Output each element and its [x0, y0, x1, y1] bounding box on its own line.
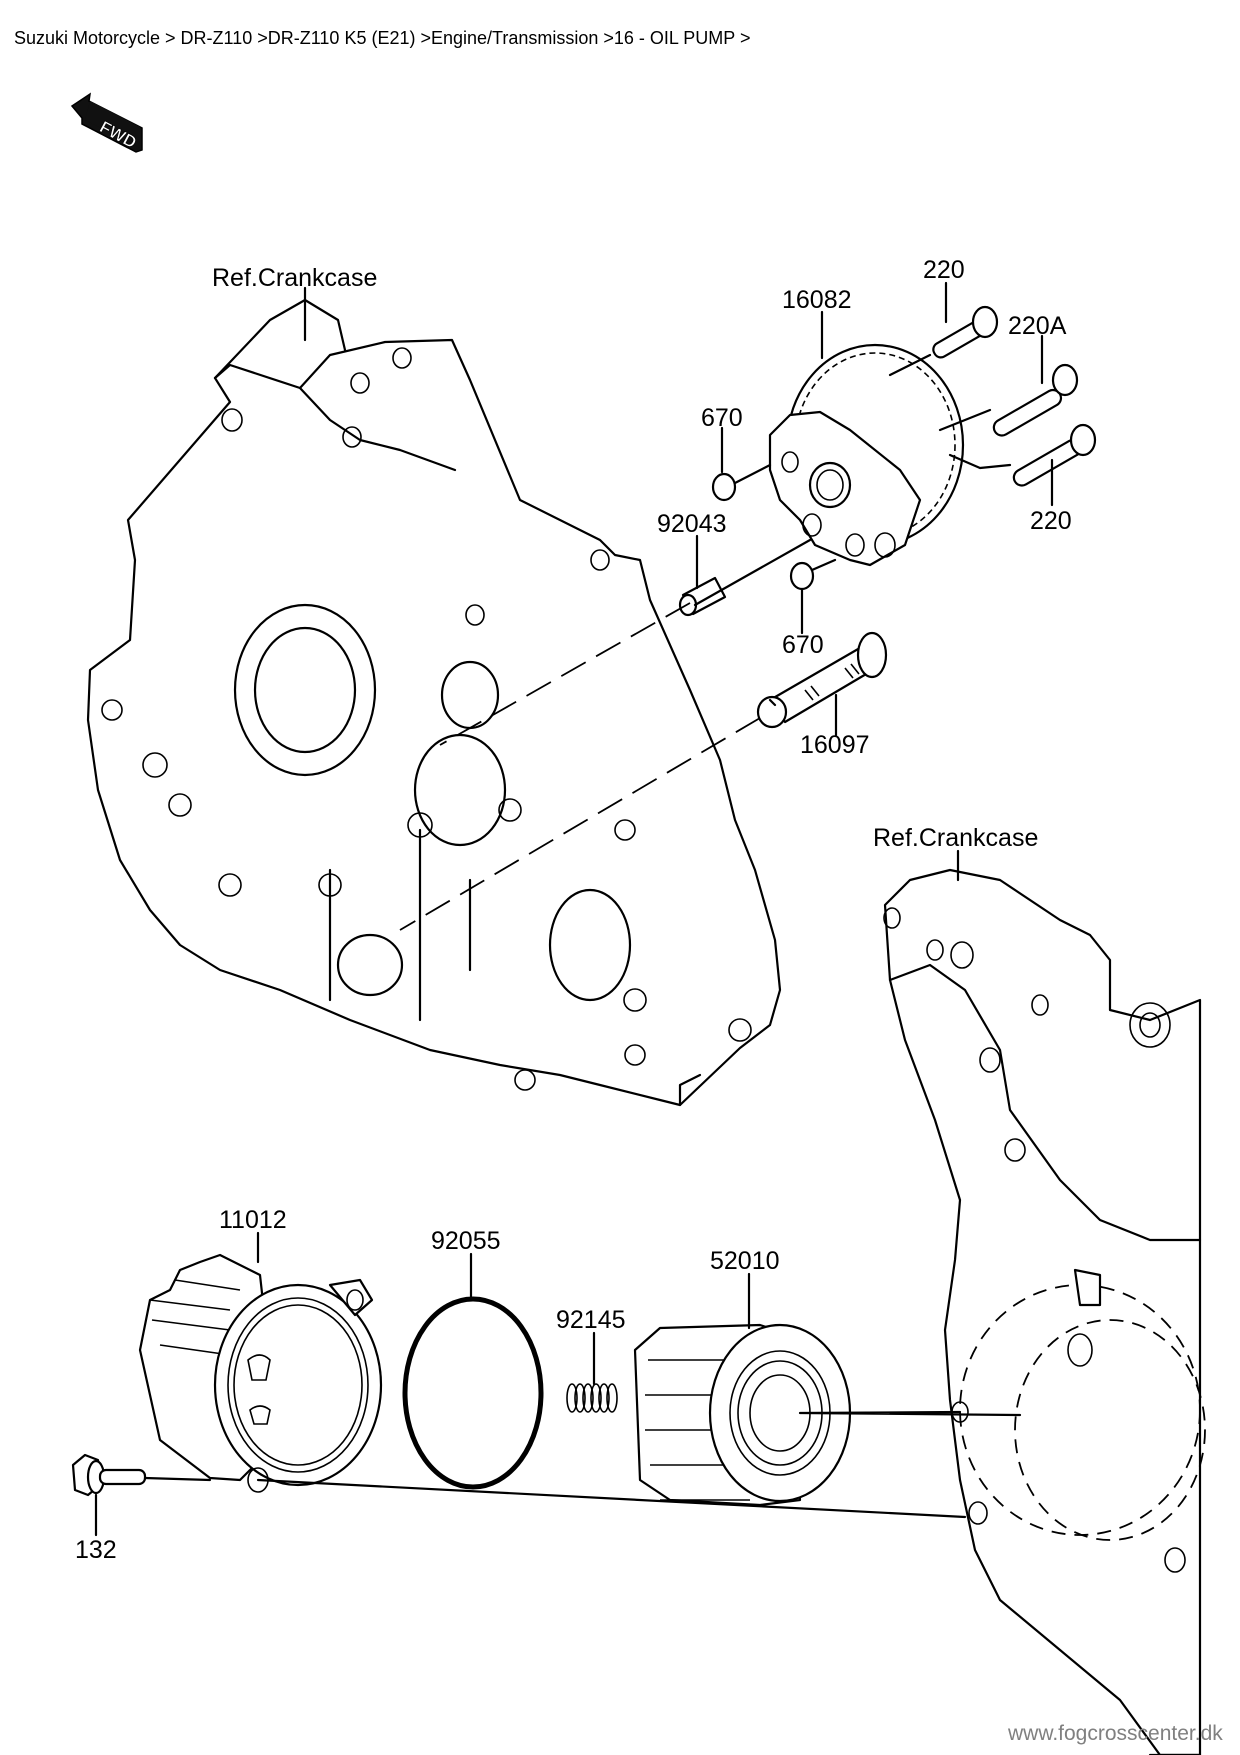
dowel-pin-92043[interactable]: [678, 576, 727, 617]
leader-lines: [94, 281, 1054, 1537]
bolt-220-top[interactable]: [931, 305, 999, 360]
callout-11012[interactable]: 11012: [219, 1206, 287, 1234]
callout-92145[interactable]: 92145: [556, 1306, 626, 1334]
fwd-arrow-icon: FWD: [70, 92, 143, 153]
callout-16097[interactable]: 16097: [800, 731, 870, 759]
callout-220-top[interactable]: 220: [923, 256, 965, 284]
callout-670-lower[interactable]: 670: [782, 631, 824, 659]
footer-website[interactable]: www.fogcrosscenter.dk: [1008, 1722, 1223, 1745]
crankcase-left[interactable]: [86, 298, 782, 1107]
alignment-lines-bottom: [143, 1410, 1022, 1519]
oil-pump-16082[interactable]: [768, 343, 965, 567]
spring-92145[interactable]: [566, 1383, 618, 1413]
ref-crankcase-right-label[interactable]: Ref.Crankcase: [873, 824, 1039, 852]
callout-132[interactable]: 132: [75, 1536, 117, 1564]
callout-92055[interactable]: 92055: [431, 1227, 501, 1255]
callout-220a[interactable]: 220A: [1008, 312, 1067, 340]
ref-crankcase-left-label[interactable]: Ref.Crankcase: [212, 264, 378, 292]
callout-92043[interactable]: 92043: [657, 510, 727, 538]
bolt-220a[interactable]: [991, 363, 1079, 438]
bolt-132[interactable]: [71, 1453, 147, 1497]
o-ring-670-lower[interactable]: [789, 561, 815, 591]
oil-filter-52010[interactable]: [633, 1323, 852, 1507]
alignment-line-dowel: [439, 602, 691, 746]
callout-52010[interactable]: 52010: [710, 1247, 780, 1275]
alignment-line-strainer: [399, 717, 761, 931]
breadcrumb[interactable]: Suzuki Motorcycle > DR-Z110 >DR-Z110 K5 …: [14, 28, 751, 48]
o-ring-92055[interactable]: [402, 1296, 544, 1490]
oil-strainer-16097[interactable]: [756, 631, 888, 729]
callout-16082[interactable]: 16082: [782, 286, 852, 314]
bolt-220-lower[interactable]: [1011, 423, 1097, 488]
crankcase-right[interactable]: [883, 868, 1206, 1755]
callout-220-lower[interactable]: 220: [1030, 507, 1072, 535]
o-ring-670-upper[interactable]: [711, 472, 737, 502]
callout-670-upper[interactable]: 670: [701, 404, 743, 432]
oil-filter-cap-11012[interactable]: [138, 1253, 383, 1493]
